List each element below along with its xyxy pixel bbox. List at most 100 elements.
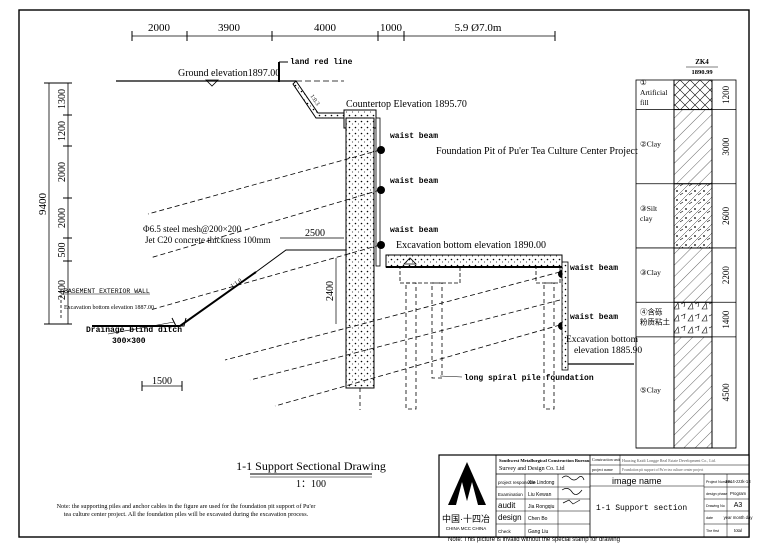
logo-en-text: CHINA MCC CHINA [446,526,487,531]
title-block: 中国·十四冶 CHINA MCC CHINA Southwest Metallu… [438,454,754,538]
drawing-scale: 1：100 [296,479,326,490]
borehole-layer-name: ① [640,78,647,87]
construction-unit-value: Huaxing Kaidi Longge Real Estate Develop… [622,458,716,464]
top-dim-5: 5.9 Ø7.0m [455,22,502,34]
borehole-layer-name: Artificial [640,88,668,97]
org-line2: Survey and Design Co. Ltd [499,466,565,472]
title-block-field-label: Project Number [706,480,732,484]
borehole-layer-name: ③Silt [640,204,658,213]
borehole-layer-thickness: 2600 [721,206,731,225]
title-block-role: project responsible [498,480,536,485]
title-block-field-value: 2014-zzzk-13 [725,479,751,484]
basement-wall: BASEMENT EXTERIOR WALL Excavation bottom… [60,288,154,320]
dim-2400-label: 2400 [325,281,336,301]
title-block-field-value: year month day [724,515,754,520]
title-block-field-value: Program [730,491,747,496]
waist-beam-label-5: waist beam [570,313,618,322]
title-block-field-label: The first [706,529,719,533]
left-dim-6: 2400 [57,280,68,300]
image-name-value: 1-1 Support section [596,504,687,513]
left-dim-5: 500 [57,243,68,258]
borehole-layer-thickness: 3000 [721,137,731,156]
bottom-note: Note: This picture is invalid without th… [448,537,620,543]
signatures [561,475,585,505]
borehole-layer-hatch [673,79,713,111]
borehole-layer-thickness: 1200 [721,85,731,104]
sheet-border [18,9,750,538]
pile-cap-foundation: Excavation bottom elevation 1890.00 long… [385,240,594,410]
note-line-2: tea culture center project. All the foun… [64,511,309,518]
dim-2500-label: 2500 [305,228,325,239]
spiral-pile-label: long spiral pile foundation [464,374,594,383]
title-block-field-label: Drawing No [706,504,725,508]
excavation-1885-label-1: Excavation bottom [566,335,639,345]
title-block-person: Xie Lindong [528,480,555,486]
project-title-label: Foundation Pit of Pu'er Tea Culture Cent… [436,146,638,157]
top-dim-3: 4000 [314,22,337,34]
title-block-person: Liu Kewan [528,492,552,498]
left-dimension-chain: 1300 1200 2000 2000 500 2400 9400 [37,82,72,325]
waist-beam-label-3: waist beam [390,226,438,235]
project-name-value: Foundation pit support of Pu'er tea cult… [622,468,703,472]
drainage-ditch-label: Drainage blind ditch [86,326,182,335]
excavation-1890-label: Excavation bottom elevation 1890.00 [396,240,546,251]
title-block-field-value: A3 [734,502,743,509]
title-block-field-label: design phase [706,492,727,496]
construction-unit-label: Construction unit [592,457,621,462]
borehole-layer-hatch [673,109,713,185]
company-logo [448,462,486,505]
waist-beam-label-4: waist beam [570,264,618,273]
drawing-title: 1-1 Support Sectional Drawing [236,459,386,473]
dim-1500-label: 1500 [152,376,172,387]
title-block-role: design [498,513,522,522]
title-block-role: Check [498,529,512,534]
borehole-elevation: 1890.99 [691,69,713,76]
borehole-layer-name: ④含砾 [640,307,663,317]
borehole-layer-name: clay [640,214,653,223]
red-line-label: land red line [290,58,353,67]
ground-elevation-label: Ground elevation1897.00 [178,68,280,79]
ditch-size-label: 300×300 [112,337,146,346]
title-block-field-label: date [706,516,713,520]
borehole-id: ZK4 [695,58,709,66]
title-block-role: audit [498,501,516,510]
slope-ratio-label-2: 1:1.0 [230,278,243,290]
countertop-elevation-label: Countertop Elevation 1895.70 [346,99,467,110]
borehole-layer-name: fill [640,98,649,107]
top-dim-2: 3900 [218,22,241,34]
title-block-person: Chen Bo [528,516,548,522]
excavation-1887-label: Excavation bottom elevation 1887.00 [64,305,154,311]
waist-beams: waist beam waist beam waist beam waist b… [377,132,618,330]
borehole-layer-name: ③Clay [640,268,661,277]
left-dim-4: 2000 [57,208,68,228]
borehole-layer-hatch [673,183,713,249]
overall-height-dim: 9400 [37,193,49,216]
excavation-1885-label-2: elevation 1885.90 [574,346,642,356]
left-dim-3: 2000 [57,162,68,182]
borehole-layer-name: ②Clay [640,140,661,149]
top-dim-4: 1000 [380,22,403,34]
slope-ratio-label: 1:0.3 [308,94,320,107]
anchor-cables [147,149,561,407]
image-name-label: image name [612,476,662,486]
borehole-layer-thickness: 4500 [721,383,731,402]
mesh-label-line2: Jet C20 concrete thickness 100mm [145,235,270,245]
dim-1500: 1500 [141,376,183,391]
borehole-layer-hatch [673,336,713,449]
right-support-pile: Excavation bottom elevation 1885.90 [561,261,642,371]
borehole-layer-hatch [673,247,713,303]
waist-beam-label-1: waist beam [390,132,438,141]
drainage-ditch: Drainage blind ditch 300×300 [86,317,187,346]
title-block-field-value: total [734,528,742,533]
mesh-label-line1: Φ6.5 steel mesh@200×200 [143,224,242,234]
borehole-layer-thickness: 2200 [721,266,731,285]
drawing-title-block: 1-1 Support Sectional Drawing 1：100 [236,459,386,490]
borehole-layer-name: 粉质粘土 [640,317,670,327]
logo-cn-text: 中国·十四冶 [442,513,490,524]
borehole-layer-hatch [673,301,713,338]
top-dim-1: 2000 [148,22,171,34]
top-dimension-chain: 2000 3900 4000 1000 5.9 Ø7.0m [131,22,556,41]
